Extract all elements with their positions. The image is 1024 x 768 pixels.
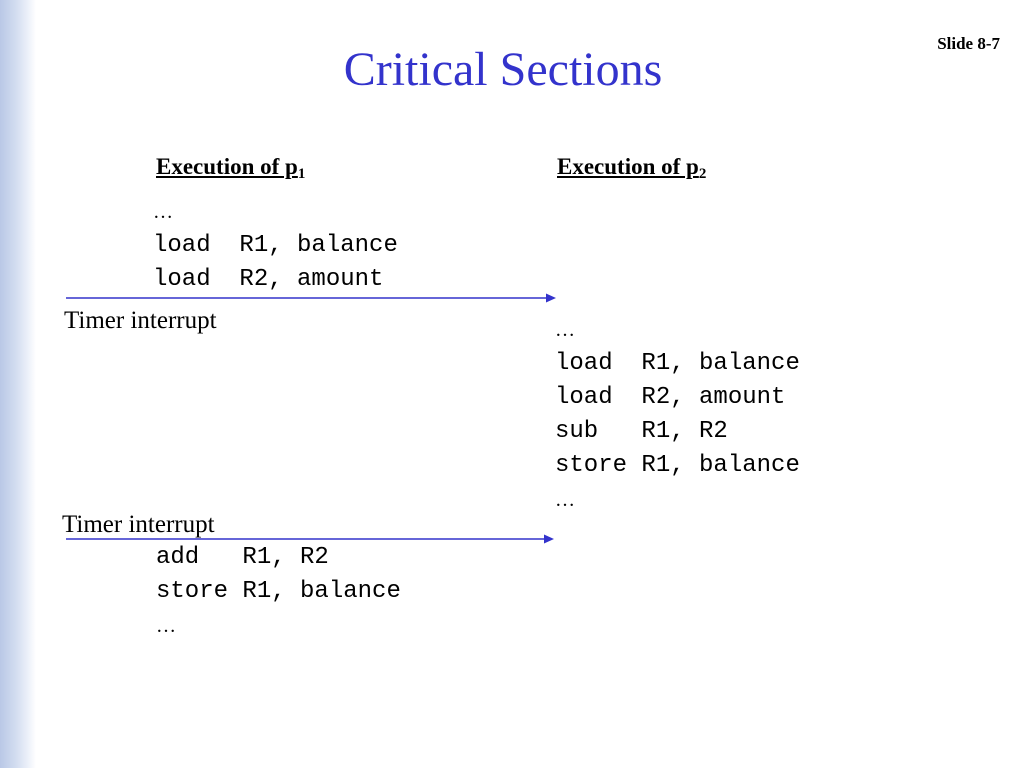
code-line: store R1, balance [156, 578, 401, 605]
code-line: store R1, balance [555, 452, 800, 479]
timer-interrupt-label-second: Timer interrupt [62, 511, 215, 538]
code-line: load R2, amount [153, 266, 384, 293]
code-line: load R1, balance [555, 350, 800, 377]
heading-p2-text: Execution of p [557, 154, 699, 179]
code-line-ellipsis: … [153, 201, 173, 223]
p2-code-block: … load R1, balance load R2, amount sub R… [555, 313, 800, 517]
code-line: sub R1, R2 [555, 418, 728, 445]
code-line-ellipsis: … [555, 489, 575, 511]
slide-number: Slide 8-7 [937, 34, 1000, 53]
code-line: load R2, amount [555, 384, 786, 411]
heading-execution-p2: Execution of p2 [557, 152, 706, 182]
p1-code-block-first: … load R1, balance load R2, amount [153, 195, 398, 297]
slide-title: Critical Sections [343, 43, 663, 96]
p1-code-block-second: add R1, R2 store R1, balance … [156, 541, 401, 643]
timer-interrupt-arrow-second [66, 533, 554, 545]
code-line-ellipsis: … [555, 319, 575, 341]
arrow-right-icon [66, 293, 556, 303]
heading-p1-text: Execution of p [156, 154, 298, 179]
timer-interrupt-label-first: Timer interrupt [64, 307, 217, 334]
code-line-ellipsis: … [156, 615, 176, 637]
code-line: load R1, balance [153, 232, 398, 259]
heading-p2-subscript: 2 [698, 166, 707, 182]
arrow-head [544, 534, 554, 544]
arrow-right-icon [66, 534, 554, 544]
slide-side-bar [0, 0, 36, 768]
timer-interrupt-arrow-first [66, 292, 556, 304]
arrow-head [546, 293, 556, 303]
code-line: add R1, R2 [156, 544, 329, 571]
heading-execution-p1: Execution of p1 [156, 152, 305, 182]
heading-p1-subscript: 1 [297, 166, 306, 182]
